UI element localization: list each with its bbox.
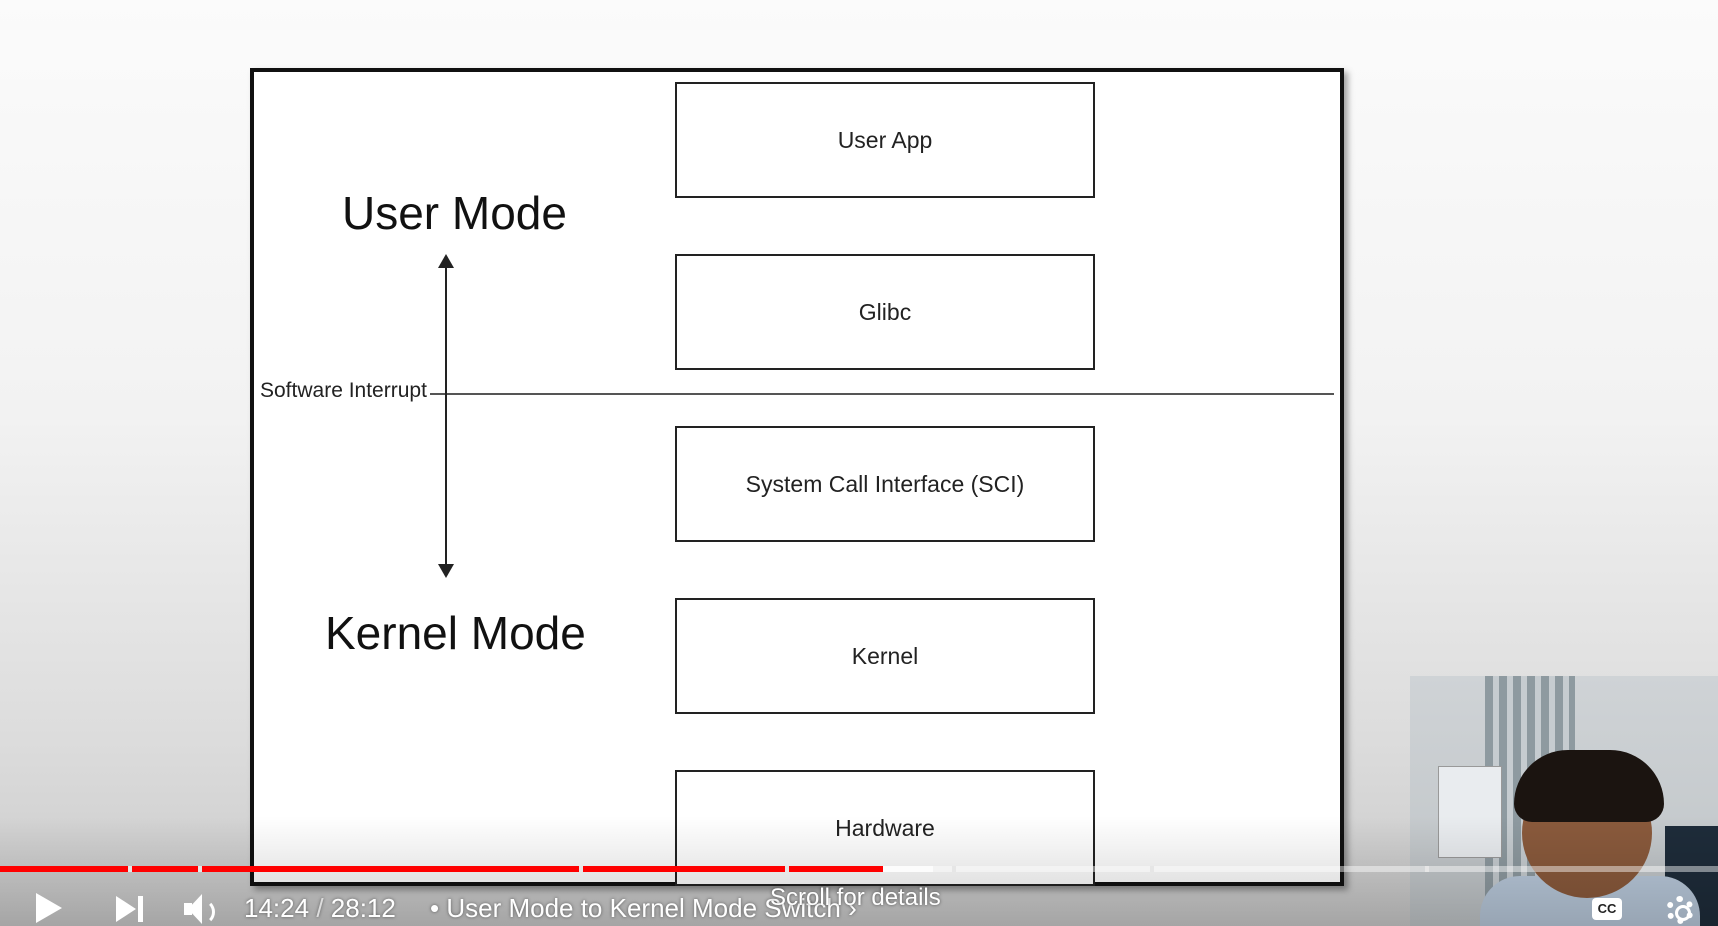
gear-icon[interactable] xyxy=(1666,896,1694,924)
scroll-for-details[interactable]: Scroll for details xyxy=(770,884,941,911)
layer-kernel: Kernel xyxy=(675,598,1095,714)
presenter-webcam xyxy=(1410,676,1718,926)
user-mode-label: User Mode xyxy=(342,187,567,239)
kernel-mode-label: Kernel Mode xyxy=(325,607,586,659)
layer-user-app: User App xyxy=(675,82,1095,198)
chapter-marker xyxy=(1425,866,1429,872)
whiteboard xyxy=(1438,766,1502,858)
volume-icon[interactable] xyxy=(184,894,220,925)
chapter-marker xyxy=(1150,866,1154,872)
time-display: 14:24 / 28:12 xyxy=(244,893,396,924)
arrow-down-icon xyxy=(438,564,454,578)
chapter-marker xyxy=(579,866,583,872)
chapter-marker xyxy=(785,866,789,872)
next-icon[interactable] xyxy=(116,896,146,922)
chapter-title[interactable]: • User Mode to Kernel Mode Switch › xyxy=(430,893,857,924)
current-time: 14:24 xyxy=(244,893,310,923)
time-separator: / xyxy=(316,893,324,923)
chapter-title-text: • User Mode to Kernel Mode Switch xyxy=(430,893,841,923)
mode-switch-arrow xyxy=(445,260,447,566)
mode-divider-line xyxy=(430,393,1334,395)
presenter-hair xyxy=(1514,750,1664,822)
arrow-up-icon xyxy=(438,254,454,268)
chapter-marker xyxy=(128,866,132,872)
cc-icon[interactable]: CC xyxy=(1592,898,1622,920)
duration: 28:12 xyxy=(330,893,396,923)
progress-played xyxy=(0,866,884,872)
layer-sci: System Call Interface (SCI) xyxy=(675,426,1095,542)
layer-glibc: Glibc xyxy=(675,254,1095,370)
software-interrupt-label: Software Interrupt xyxy=(260,379,427,402)
chevron-right-icon: › xyxy=(848,893,857,923)
progress-bar[interactable] xyxy=(0,866,1718,872)
slide-diagram: User App Glibc System Call Interface (SC… xyxy=(250,68,1344,886)
chapter-marker xyxy=(952,866,956,872)
chapter-marker xyxy=(198,866,202,872)
play-icon[interactable] xyxy=(36,893,62,923)
